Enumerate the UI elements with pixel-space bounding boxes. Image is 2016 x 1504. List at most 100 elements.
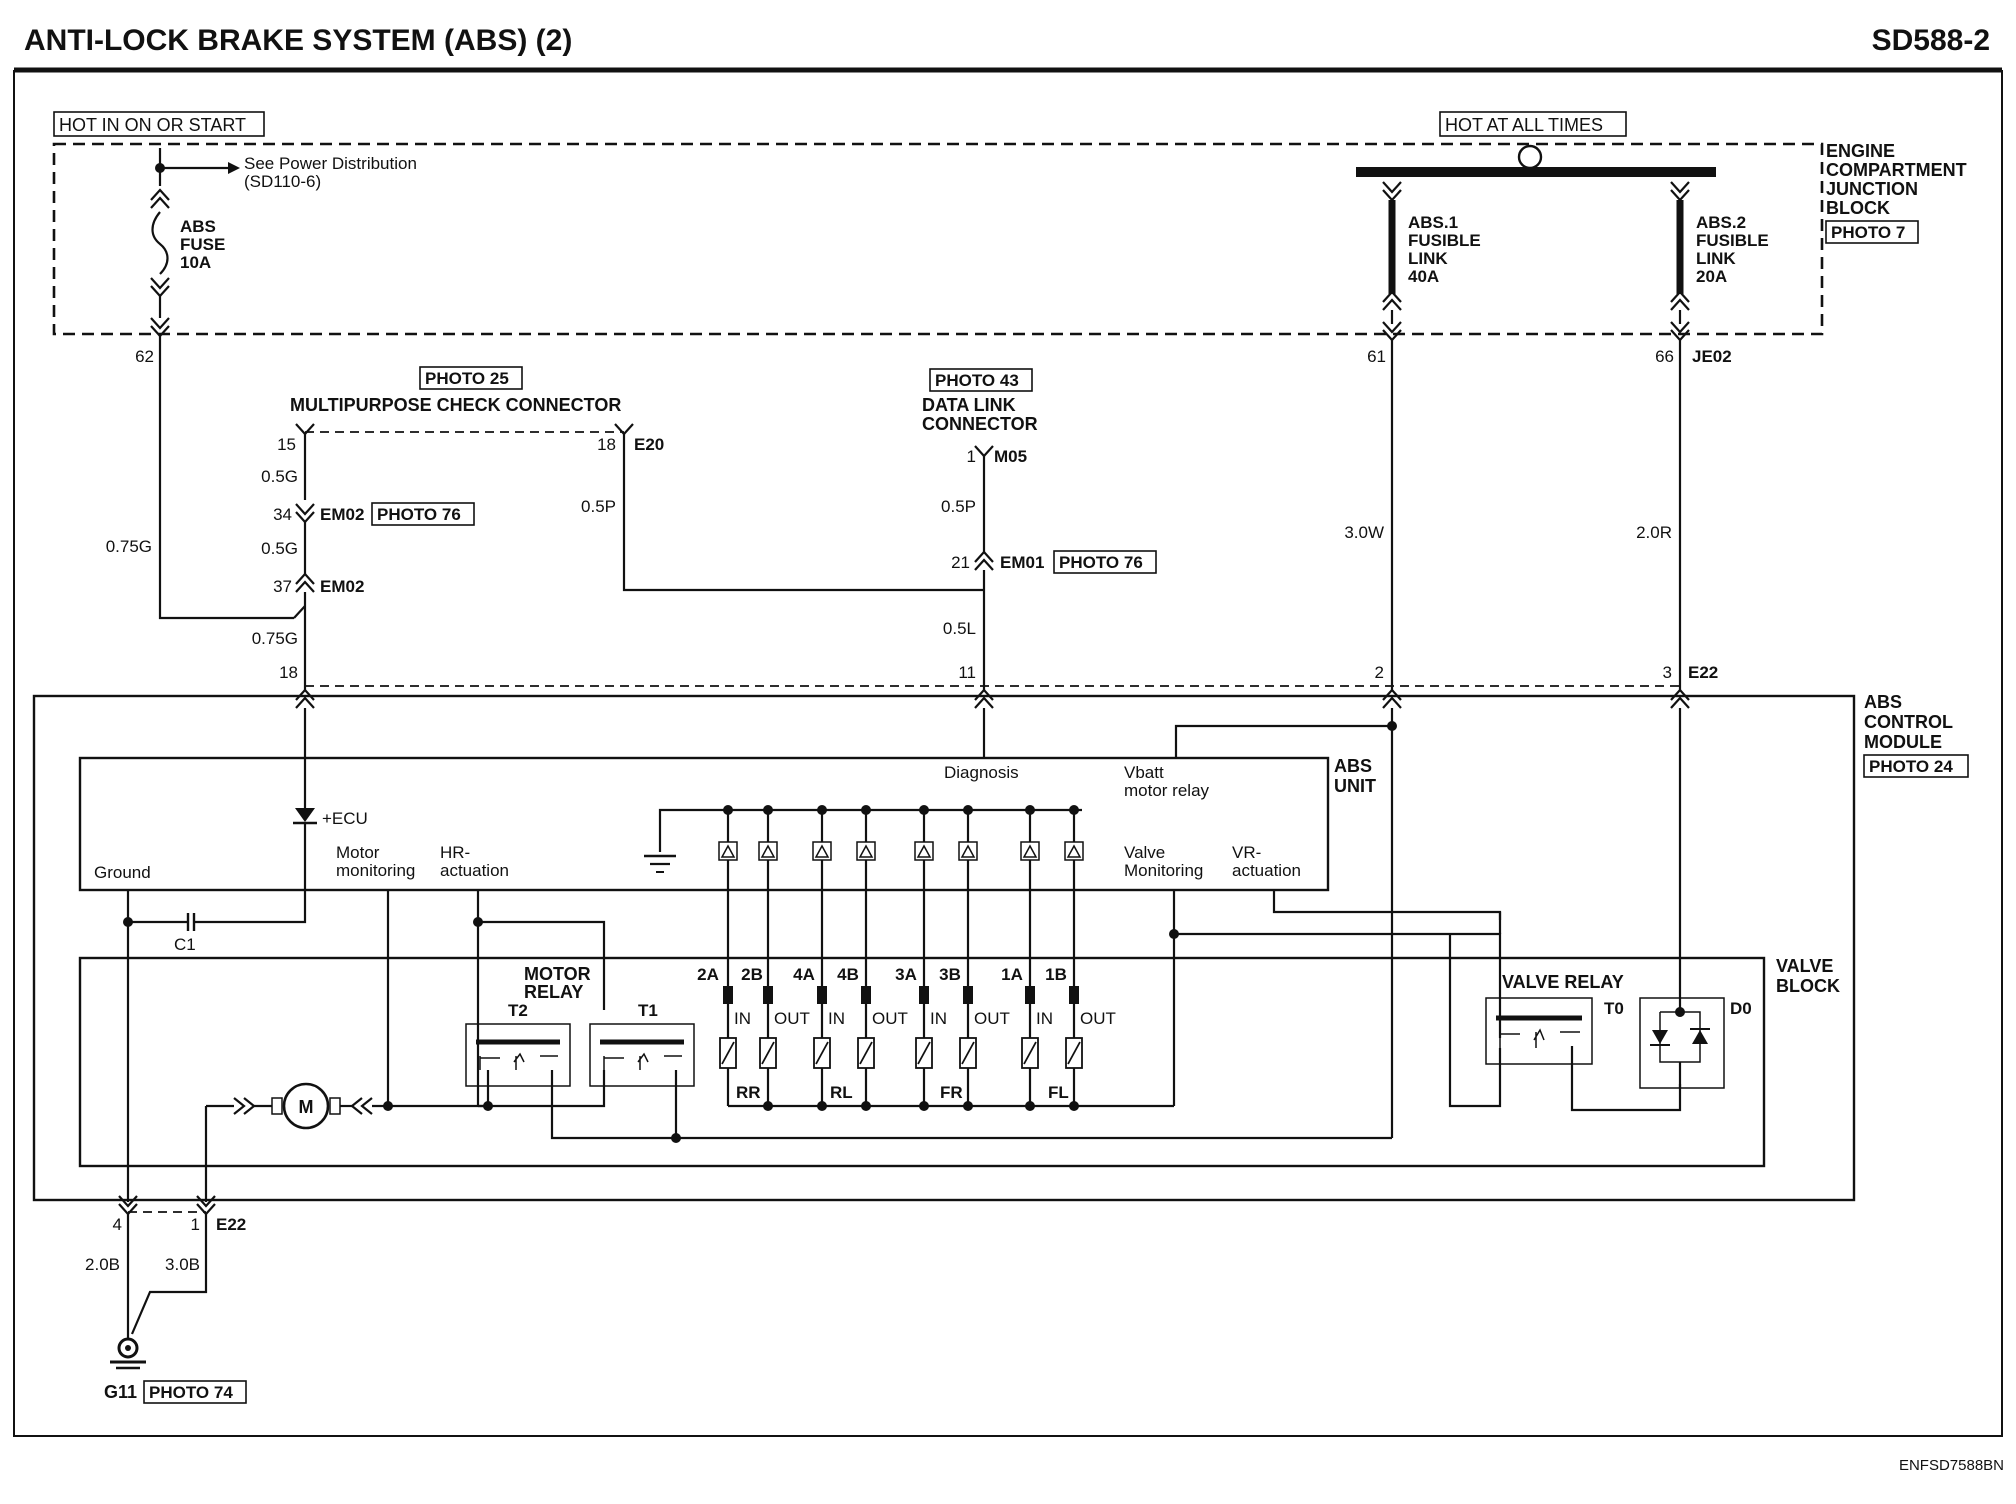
pin-18-module: 18 [279,663,298,682]
connector-je02: JE02 [1692,347,1732,366]
mcc-photo-label: PHOTO 25 [425,369,509,388]
solenoid-coil-mark-1b [1067,1041,1081,1065]
wire-label-20r: 2.0R [1636,523,1672,542]
pin-1-m05: 1 [967,447,976,466]
relay-t1-left-wire [478,1070,606,1108]
pin-18-e20: 18 [597,435,616,454]
valve-label-2a: 2A [697,965,719,984]
wire-label-05l: 0.5L [943,619,976,638]
valve-monitoring-label-1: Valve [1124,843,1165,862]
link2-bottom-connector [1670,290,1690,311]
hr-actuation-label-1: HR- [440,843,470,862]
valve-block-label-1: VALVE [1776,956,1833,976]
valve-block-label-2: BLOCK [1776,976,1840,996]
valve-connector-1a [1025,986,1035,1004]
relay-t2-contacts [479,1052,558,1070]
valve-connector-2a [723,986,733,1004]
wire-label-05p-left: 0.5P [581,497,616,516]
d0-diode-frame [1659,1011,1701,1063]
valve-label-3b: 3B [939,965,961,984]
hr-to-t1-wire [478,920,606,1010]
io-label-fr-out: OUT [974,1009,1010,1028]
abs-fuse-label-2: FUSE [180,235,225,254]
connector-em01: EM01 [1000,553,1044,572]
wire-label-05g-lower: 0.5G [261,539,298,558]
solenoid-coil-mark-2b [761,1041,775,1065]
io-label-rl-in: IN [828,1009,845,1028]
link2-out-connector [1670,321,1690,342]
pin-11-module: 11 [958,663,976,682]
abs-module-label-1: ABS [1864,692,1902,712]
wire-label-30b: 3.0B [165,1255,200,1274]
wheel-label-fl: FL [1048,1083,1069,1102]
valve-return-node-4a [817,1101,827,1111]
see-power-arrowhead [228,162,240,174]
ejb-photo-label: PHOTO 7 [1831,223,1905,242]
solenoid-coil-mark-2a [721,1041,735,1065]
motor-brush-left [271,1097,283,1115]
solenoid-coil-mark-3b [961,1041,975,1065]
see-power-distribution-ref: (SD110-6) [244,172,321,191]
see-power-distribution-label: See Power Distribution [244,154,417,173]
fuse-top-connector [150,188,170,209]
valve-block-outline [78,956,1766,1168]
hot-at-all-times-tag [1439,111,1627,137]
pin-37: 37 [273,577,292,596]
ejb-label-4: BLOCK [1826,198,1890,218]
abs2-link-label-1: ABS.2 [1696,213,1746,232]
valve-connector-2b [763,986,773,1004]
solenoid-coil-mark-1a [1023,1041,1037,1065]
io-label-rr-out: OUT [774,1009,810,1028]
ground-g11-eyelet-core [125,1345,131,1351]
valve-label-4a: 4A [793,965,815,984]
io-label-rl-out: OUT [872,1009,908,1028]
diagram-title: ANTI-LOCK BRAKE SYSTEM (ABS) (2) [24,24,572,57]
valve-return-node-1b [1069,1101,1079,1111]
dlc-name-label-1: DATA LINK [922,395,1016,415]
abs-module-label-2: CONTROL [1864,712,1953,732]
valve-connector-3b [963,986,973,1004]
ejb-photo-tag [1825,220,1919,244]
page-frame [13,70,2003,1437]
vr-actuation-wire [1272,890,1502,934]
ejb-label-1: ENGINE [1826,141,1895,161]
pin-15: 15 [277,435,296,454]
diode-d0-box [1639,997,1725,1089]
valve-label-4b: 4B [837,965,859,984]
pin-3-module: 3 [1663,663,1672,682]
solenoid-coil-mark-4b [859,1041,873,1065]
valve-label-2b: 2B [741,965,763,984]
ejb-label-2: COMPARTMENT [1826,160,1967,180]
ground-g11-label: G11 [104,1382,137,1402]
valve-connector-3a [919,986,929,1004]
io-label-fr-in: IN [930,1009,947,1028]
ground-photo-label: PHOTO 74 [149,1383,233,1402]
wire-label-05p-right: 0.5P [941,497,976,516]
valve-solenoids [719,986,1083,1069]
vbatt-label-1: Vbatt [1124,763,1164,782]
valve-connector-4a [817,986,827,1004]
solenoid-coil-mark-3a [917,1041,931,1065]
connector-e22-bottom: E22 [216,1215,246,1234]
vr-actuation-label-2: actuation [1232,861,1301,880]
module-pin11-connector [974,688,994,709]
ecu-to-c1-wire [194,823,307,924]
relay-t1-node [671,1133,681,1143]
io-label-fl-in: IN [1036,1009,1053,1028]
abs-module-photo-label: PHOTO 24 [1869,757,1953,776]
em01-pin21-connector [974,550,994,571]
em01-photo-tag [1053,550,1157,574]
pin-4-ground: 4 [113,1215,122,1234]
abs1-link-label-3: LINK [1408,249,1448,268]
motor-icon [282,1082,330,1130]
io-label-fl-out: OUT [1080,1009,1116,1028]
abs-unit-label-2: UNIT [1334,776,1376,796]
link1-bottom-connector [1382,290,1402,311]
diagram-code: SD588-2 [1872,24,1990,57]
motor-relay-label-1: MOTOR [524,964,591,984]
motor-label: M [299,1097,314,1117]
wire-label-075g-left: 0.75G [106,537,152,556]
wire-05p-e20-to-em01 [622,434,984,592]
hot-in-on-start-label: HOT IN ON OR START [59,115,246,135]
valve-label-1a: 1A [1001,965,1023,984]
